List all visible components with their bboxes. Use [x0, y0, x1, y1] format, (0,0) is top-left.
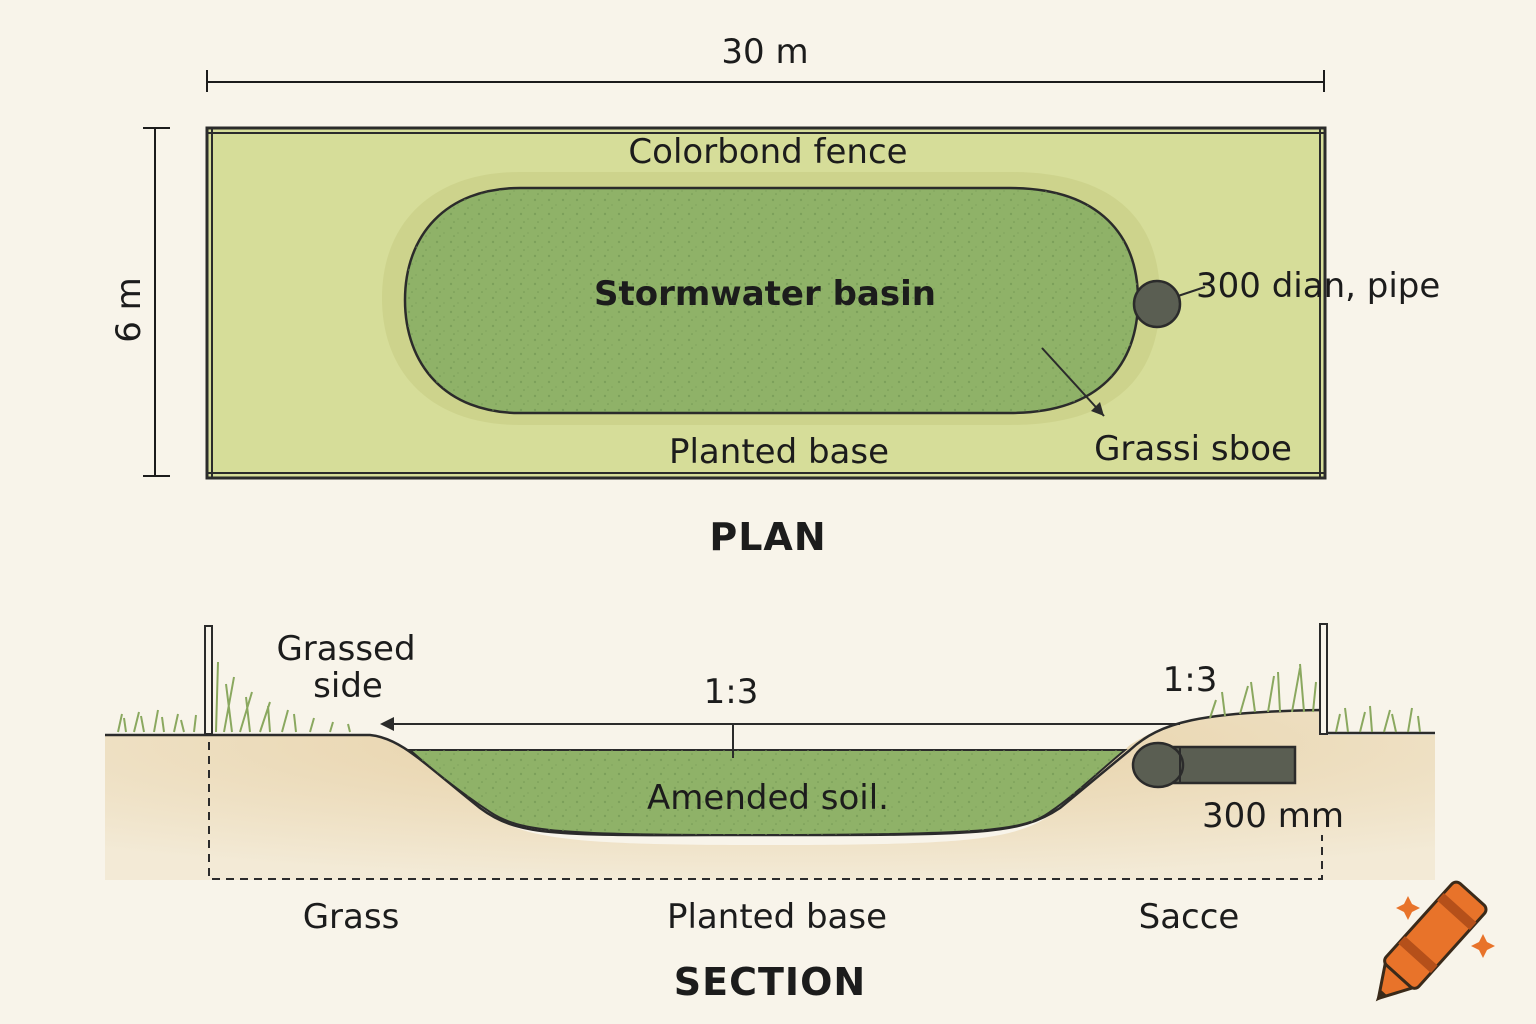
pipe-plan-label: 300 dian, pipe: [1196, 266, 1440, 306]
grass-tufts: [117, 661, 1421, 733]
fence-post-left: [204, 625, 213, 735]
section-extent-line: [208, 742, 1323, 880]
section-width-arrow: [380, 717, 1180, 758]
basin-label: Stormwater basin: [594, 274, 936, 314]
ground-soil: [105, 710, 1435, 880]
slope-right-label: 1:3: [1163, 660, 1218, 700]
amended-soil-label: Amended soil.: [647, 778, 889, 818]
plan-width-label: 30 m: [721, 32, 808, 72]
section-title: SECTION: [674, 960, 866, 1004]
grassed-side-label-line2: side: [313, 666, 383, 706]
pipe-section-label: 300 mm: [1202, 796, 1344, 836]
plan-base-label: Planted base: [669, 432, 889, 472]
outlet-pipe-section: [1131, 741, 1297, 789]
zone-grass-label: Grass: [303, 897, 400, 937]
slope-left-label: 1:3: [704, 672, 759, 712]
plan-width-dimension: 30 m: [206, 32, 1325, 92]
zone-planted-base-label: Planted base: [667, 897, 887, 937]
zone-right-label: Sacce: [1139, 897, 1240, 937]
plan-height-label: 6 m: [109, 277, 149, 343]
fence-post-right: [1319, 623, 1328, 735]
plan-title: PLAN: [709, 515, 826, 559]
plan-slope-label: Grassi sboe: [1094, 429, 1292, 469]
plan-height-dimension: 6 m: [109, 127, 170, 477]
crayon-icon: [1375, 880, 1488, 1002]
colorbond-fence: [207, 128, 1325, 478]
grassed-side-label-line1: Grassed: [276, 629, 415, 669]
fence-label: Colorbond fence: [628, 132, 907, 172]
pipe-leader-line: [1177, 286, 1206, 297]
sparkle-icon: [1396, 896, 1495, 958]
pipe-plan-symbol: [1132, 279, 1182, 329]
slope-leader-arrow: [1041, 347, 1105, 417]
plan-view: 30 m 6 m Colorbond fence: [109, 32, 1440, 559]
section-view: Grassed side 1:3 1:3 Amended soil. 300 m…: [105, 623, 1435, 1004]
